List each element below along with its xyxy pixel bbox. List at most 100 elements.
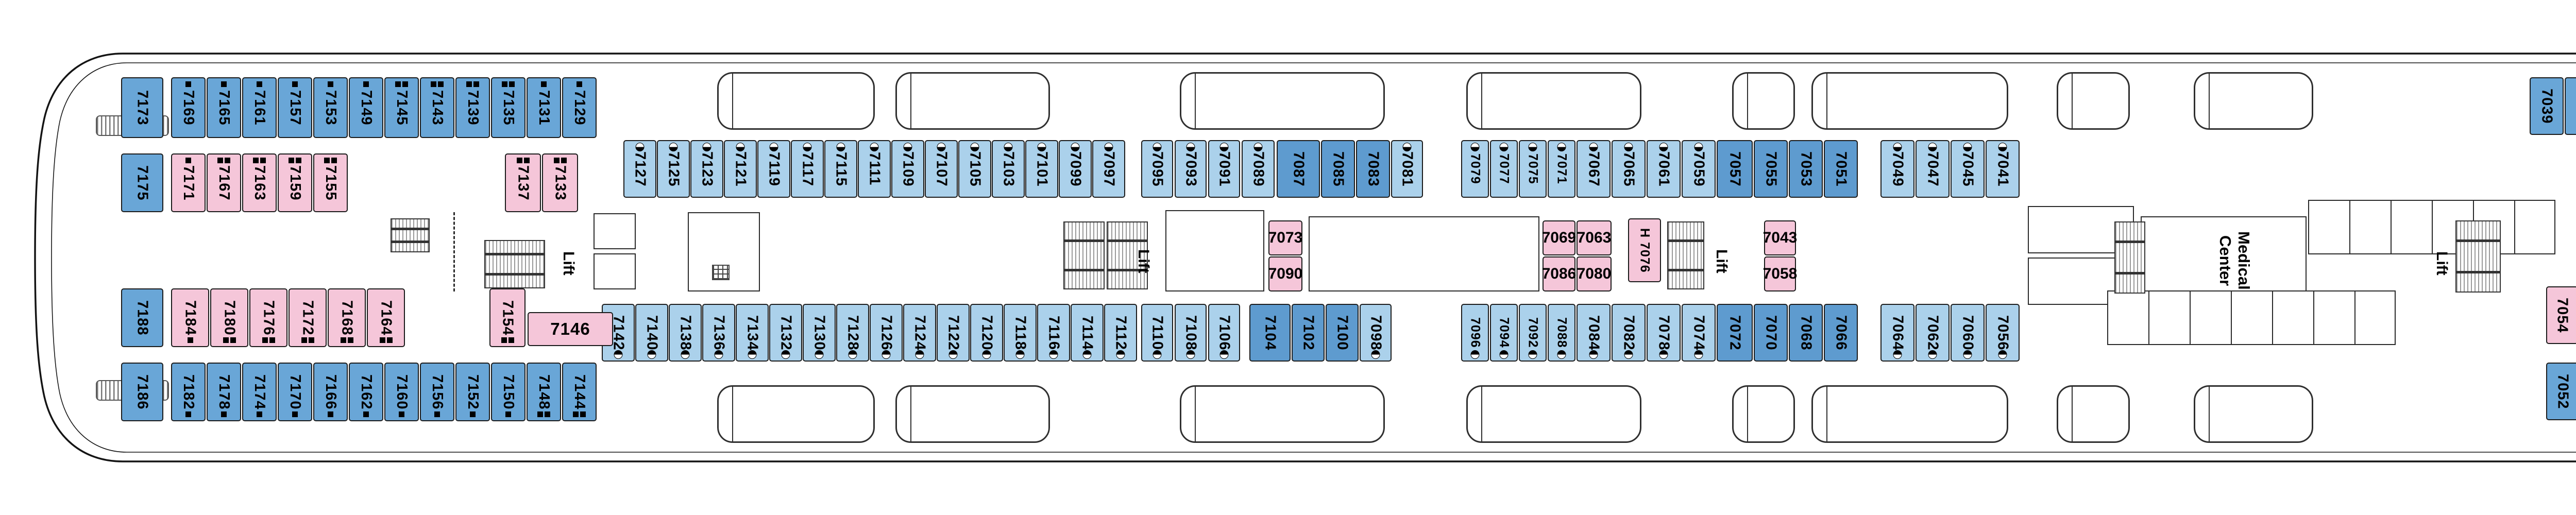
utility-cells [2308,200,2555,254]
berth-dot [1082,350,1092,359]
cabin-7152: 7152 [455,363,490,421]
cabin-number: 7058 [1762,265,1798,282]
cabin-number: 7178 [216,374,232,410]
cabin-7146: 7146 [528,312,613,346]
cabin-7124: 7124 [903,304,936,362]
berth-dot [1528,143,1537,151]
cabin-7139: 7139 [455,77,490,138]
cabin-number: 7091 [1216,151,1233,187]
cabin-7105: 7105 [958,140,991,198]
cabin-7153: 7153 [313,77,348,138]
cabin-number: 7127 [632,151,649,187]
berth-dot [669,143,678,151]
cabin-number: 7089 [1250,151,1267,187]
cabin-number: 7067 [1585,151,1602,187]
cabin-7186: 7186 [121,363,163,421]
berth-squares [506,158,540,163]
berth-squares [208,81,240,87]
cabin-number: 7094 [1497,317,1512,348]
berth-dot [1893,350,1902,359]
cabin-number: 7117 [799,151,816,186]
cabin-number: 7166 [323,374,339,410]
cabin-7095: 7095 [1141,140,1173,198]
cabin-7172: 7172 [289,288,327,347]
cabin-7138: 7138 [669,304,702,362]
cabin-7145: 7145 [384,77,419,138]
cabin-number: 7125 [665,151,682,187]
cabin-number: 7068 [1798,315,1815,351]
cabin-number: 7087 [1290,151,1307,187]
cabin-number: 7060 [1959,315,1976,351]
cabin-7127: 7127 [623,140,656,198]
cabin-7132: 7132 [769,304,802,362]
lift-label: Lift [556,233,580,294]
berth-squares [492,411,524,417]
cabin-number: 7062 [1924,315,1941,351]
berth-dot [870,143,879,151]
cabin-number: 7092 [1526,317,1540,348]
cabin-7121: 7121 [724,140,757,198]
cabin-number: 7112 [1112,315,1129,350]
cabin-7089: 7089 [1242,140,1275,198]
cabin-number: 7140 [643,315,660,351]
cabin-number: 7188 [134,300,151,336]
cabin-7099: 7099 [1059,140,1092,198]
cabin-number: 7064 [1889,315,1906,351]
lifeboat [1180,72,1385,130]
cabin-7154: 7154 [489,288,526,347]
berth-dot [982,350,991,359]
cabin-7047: 7047 [1916,140,1950,198]
lift-text: Lift [560,251,577,276]
berth-squares [243,158,276,163]
cabin-7052: 7052 [2546,363,2576,420]
cabin-number: 7090 [1268,265,1303,282]
cabin-number: 7159 [287,165,303,201]
lifeboat [1180,385,1385,443]
berth-dot [1557,350,1566,359]
cabin-number: 7184 [182,300,199,336]
cabin-number: 7108 [1182,315,1199,351]
berth-dot [1928,143,1937,151]
berth-squares [314,158,347,163]
cabin-7079: 7079 [1461,140,1489,198]
cabin-number: 7086 [1541,265,1577,282]
cabin-7060: 7060 [1951,304,1985,362]
room [594,253,636,289]
cabin-number: 7088 [1554,317,1569,348]
berth-dot [1219,143,1229,151]
berth-dot [1694,350,1703,359]
cabin-7176: 7176 [249,288,287,347]
berth-squares [279,158,311,163]
lift-label: Lift [1709,231,1733,291]
berth-dot [1470,143,1480,151]
cabin-number: 7043 [1762,229,1798,246]
cabin-number: 7096 [1468,317,1483,348]
cabin-7109: 7109 [891,140,924,198]
berth-dot [803,143,812,151]
cabin-7136: 7136 [702,304,735,362]
cabin-number: 7123 [699,151,716,187]
cabin-7086: 7086 [1541,256,1577,291]
cabin-7128: 7128 [836,304,869,362]
berth-dot [848,350,857,359]
cabin-number: 7171 [180,165,197,201]
berth-squares [385,81,418,87]
cabin-number: 7053 [1798,151,1815,187]
cabin-number: 7039 [2538,88,2555,124]
stairs-icon [391,218,430,252]
cabin-7096: 7096 [1461,304,1489,362]
cabin-7073: 7073 [1268,220,1302,255]
cabin-7069: 7069 [1542,220,1576,255]
cabin-number: 7124 [911,315,928,351]
cabin-7051: 7051 [1824,140,1858,198]
berth-dot [1153,350,1162,359]
cabin-7123: 7123 [690,140,723,198]
cabin-number: 7097 [1100,151,1117,187]
room [1309,216,1539,291]
cabin-7156: 7156 [420,363,454,421]
cabin-number: 7105 [967,151,984,187]
berth-dot [915,350,924,359]
cabin-number: 7167 [216,165,232,201]
berth-dot [1499,143,1509,151]
berth-dot [937,143,946,151]
